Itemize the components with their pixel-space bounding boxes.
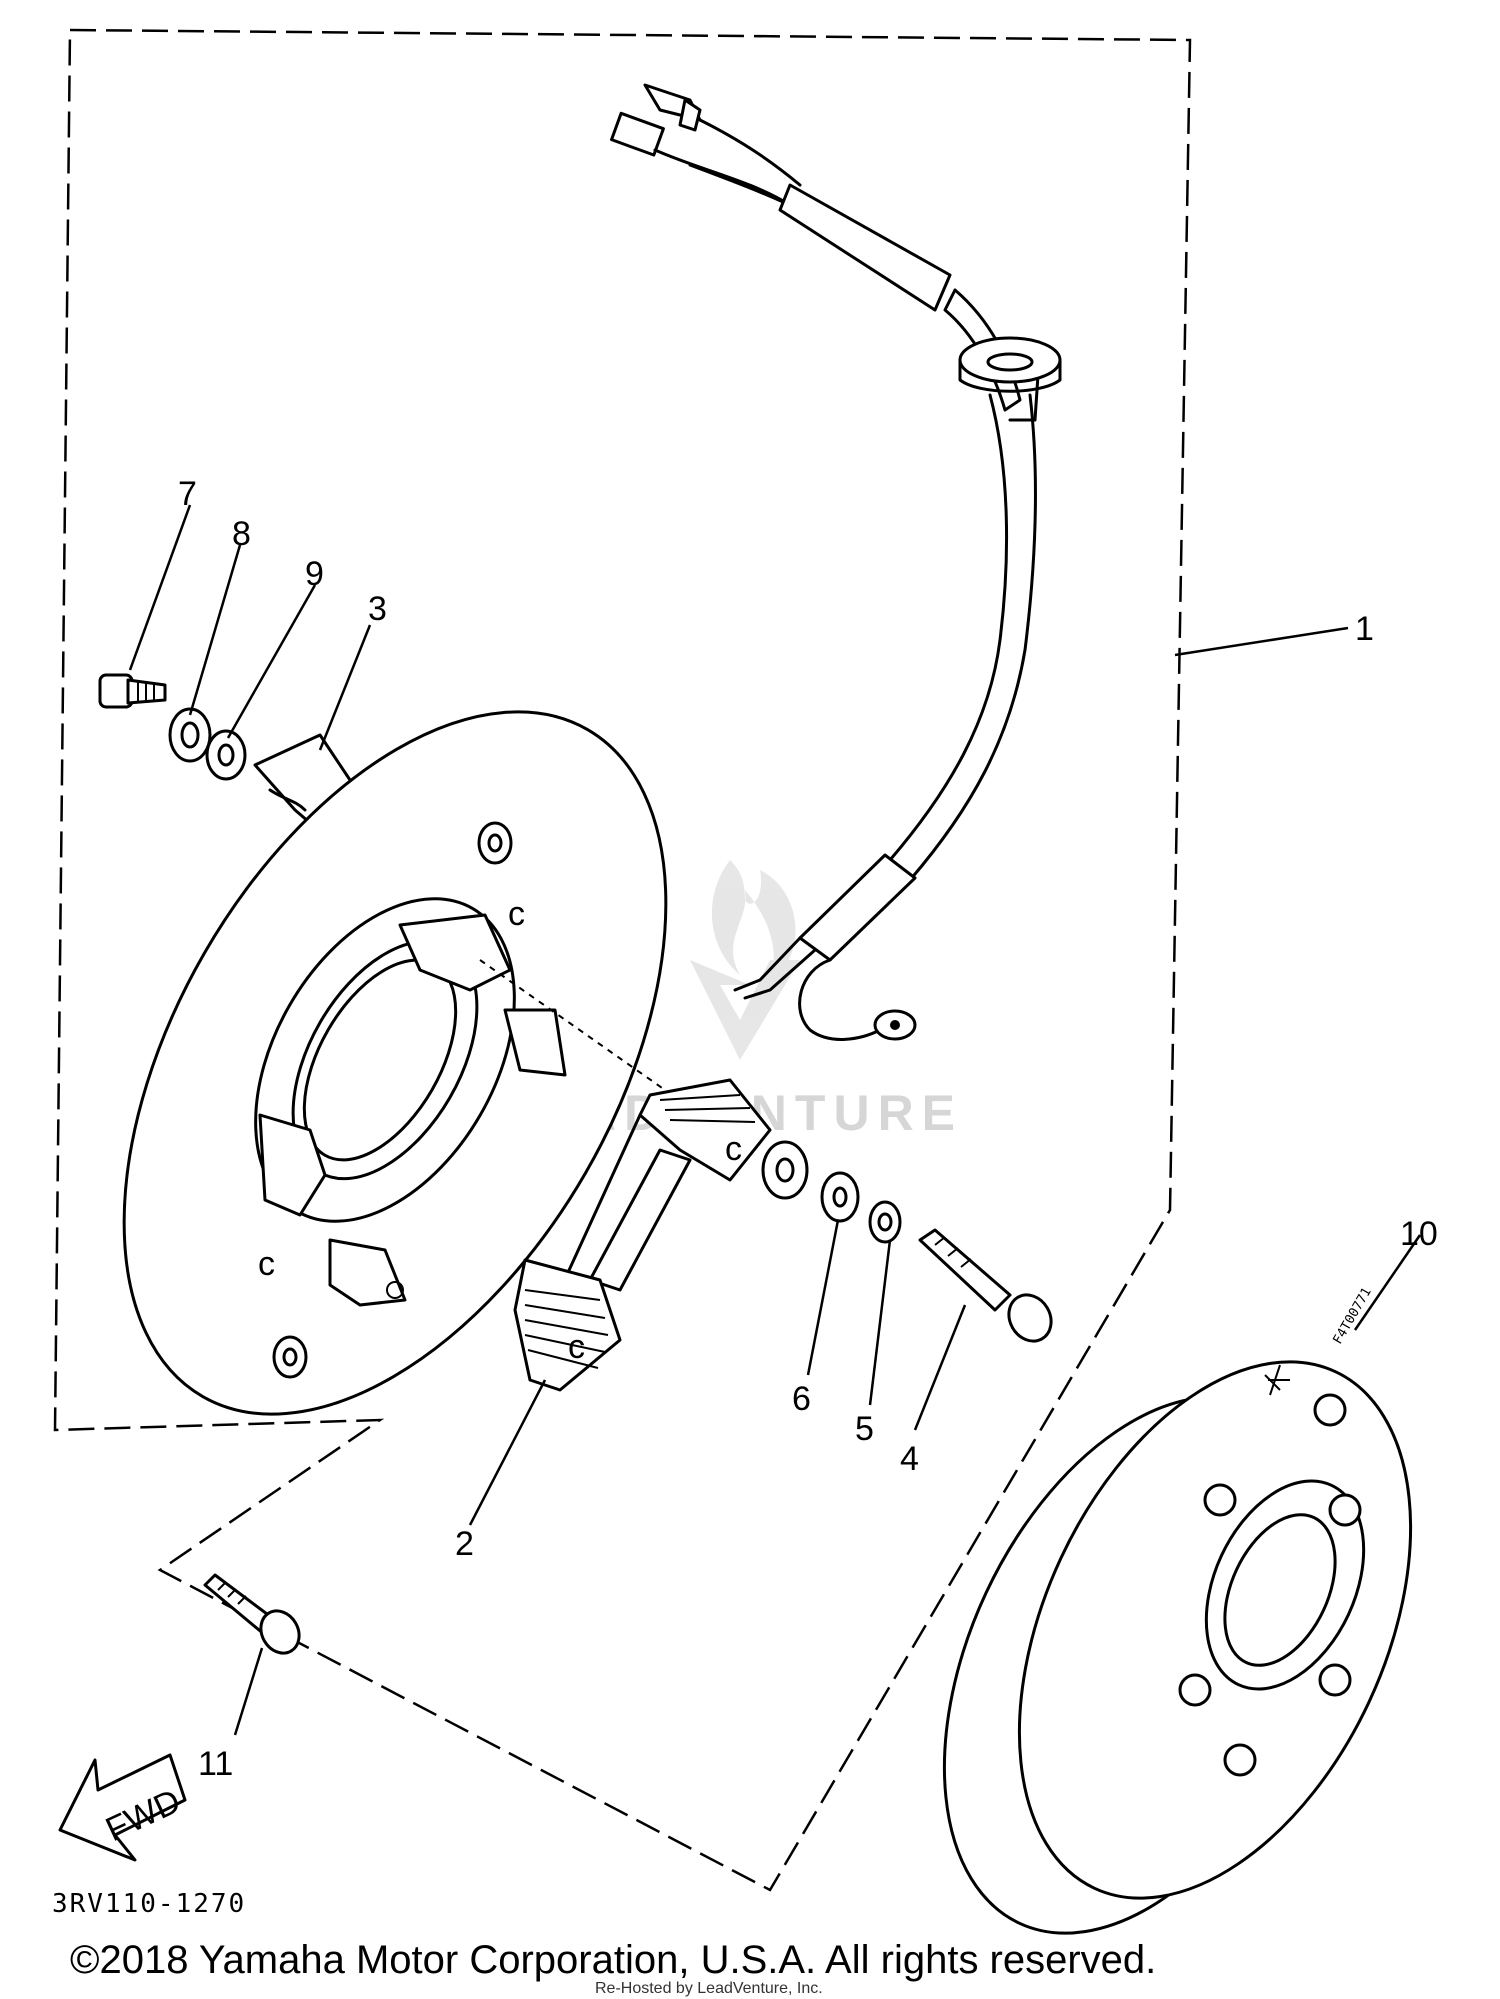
wire-harness	[610, 83, 1062, 1041]
bolt-7	[98, 673, 167, 709]
copyright-text: ©2018 Yamaha Motor Corporation, U.S.A. A…	[70, 1938, 1156, 1982]
callout-10: 10	[1400, 1215, 1438, 1253]
screw-11	[203, 1573, 301, 1655]
leader-lines	[128, 504, 1422, 1736]
coil-2: c c	[479, 959, 772, 1392]
callout-11: 11	[198, 1745, 233, 1783]
washer-6	[820, 1171, 860, 1223]
callout-9: 9	[305, 555, 324, 593]
fwd-arrow: FWD	[58, 1753, 187, 1862]
svg-text:c: c	[508, 895, 525, 933]
rotor-stamp: F4T00771	[1330, 1285, 1374, 1347]
rotor-marking	[1264, 1364, 1290, 1396]
svg-text:c: c	[258, 1245, 275, 1283]
washer-9	[205, 729, 247, 781]
diagram-code: 3RV110-1270	[52, 1889, 246, 1919]
spacer	[761, 1140, 809, 1200]
callout-4: 4	[900, 1440, 919, 1478]
callout-2: 2	[455, 1525, 474, 1563]
watermark-logo	[690, 860, 800, 1060]
callout-5: 5	[855, 1410, 874, 1448]
callout-6: 6	[792, 1380, 811, 1418]
flywheel-10	[942, 1360, 1413, 1935]
stator-plate: c c	[122, 710, 668, 1416]
callout-7: 7	[178, 475, 197, 513]
lock-washer-8	[168, 707, 212, 763]
callout-3: 3	[368, 590, 387, 628]
fine-print: Re-Hosted by LeadVenture, Inc.	[595, 1980, 823, 1997]
lock-washer-5	[868, 1200, 902, 1244]
svg-text:c: c	[725, 1130, 742, 1168]
svg-text:c: c	[568, 1328, 585, 1366]
callout-8: 8	[232, 515, 251, 553]
assembly-boundary	[53, 28, 1192, 1892]
callout-1: 1	[1355, 610, 1374, 648]
screw-4	[918, 1228, 1053, 1343]
